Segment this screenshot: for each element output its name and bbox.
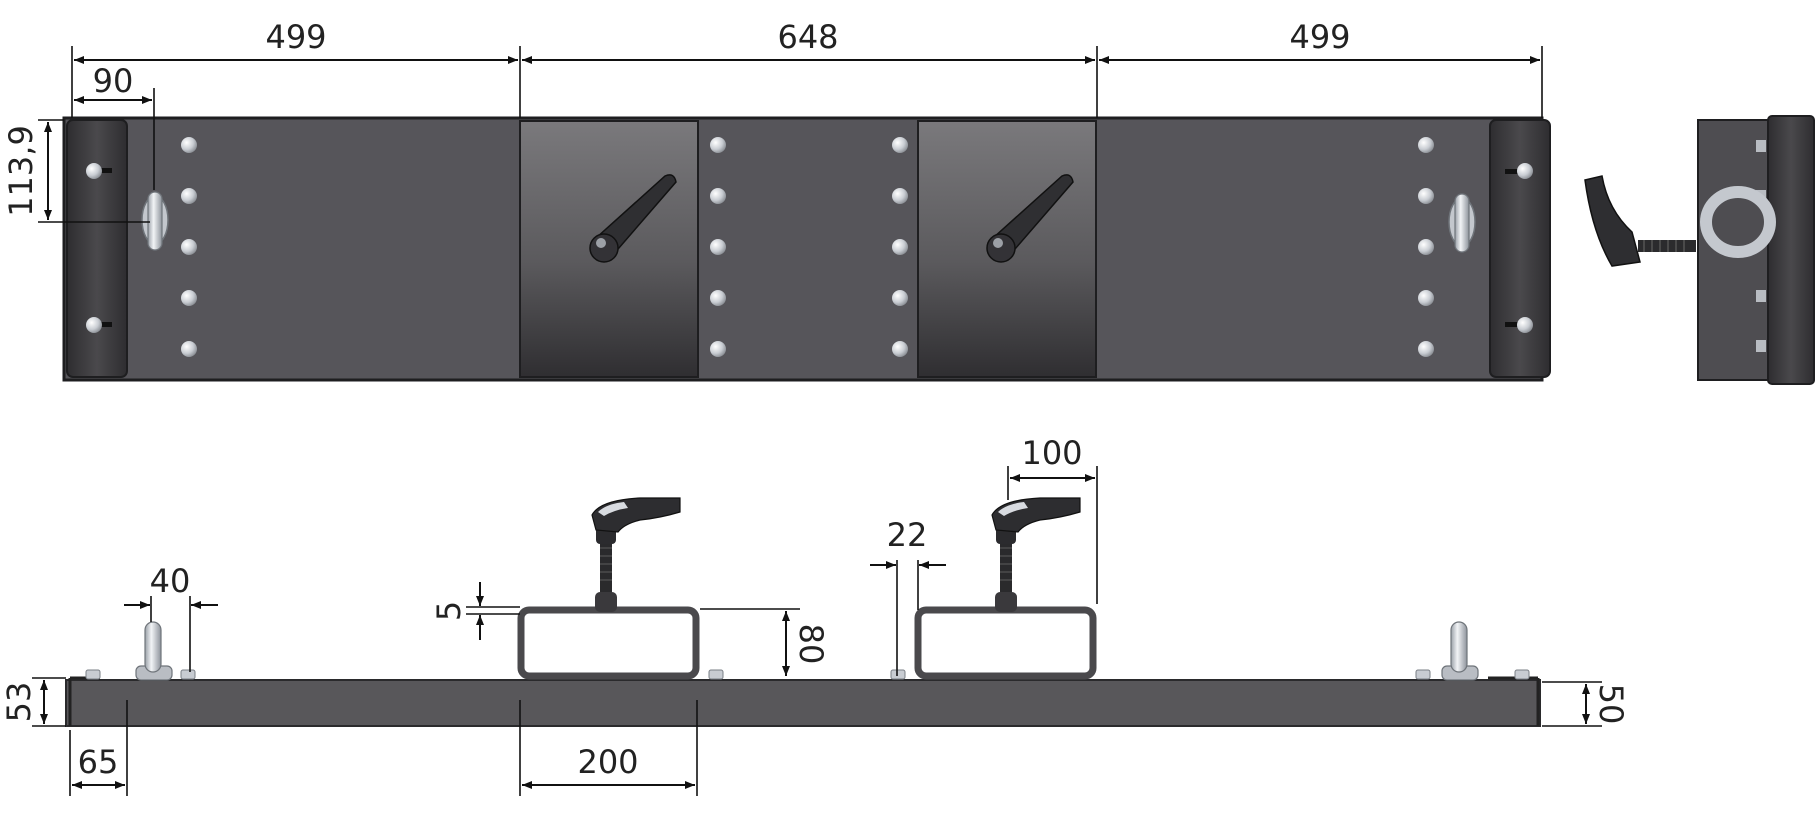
front-view	[65, 497, 1541, 727]
dim-vertical-pin-offset: 113,9	[2, 125, 40, 217]
dim-tube-wall: 5	[430, 601, 468, 621]
end-view-lever	[1584, 175, 1641, 267]
tube-right	[914, 606, 1097, 680]
dim-pin-width: 40	[150, 562, 191, 600]
clamp-front-right	[991, 497, 1081, 612]
dim-top-middle: 648	[777, 18, 838, 56]
dim-base-height-left: 53	[0, 682, 38, 723]
dim-clamp-gap: 22	[887, 516, 928, 554]
dim-tube-width: 200	[577, 743, 638, 781]
clamp-lever-right	[986, 174, 1074, 263]
base-bar	[65, 679, 1541, 727]
bolt-column-4	[1418, 137, 1434, 357]
dim-top-left: 499	[265, 18, 326, 56]
top-plate	[62, 116, 1544, 382]
dimension-lines	[32, 46, 1602, 796]
left-end-cap	[66, 119, 128, 378]
end-view	[1584, 115, 1815, 385]
right-end-cap	[1489, 119, 1551, 378]
dim-tube-height: 80	[792, 624, 830, 665]
bolt-column-1	[181, 137, 197, 357]
end-view-ring	[1700, 186, 1776, 258]
dim-side-pin-offset: 65	[78, 743, 119, 781]
bolt-column-3	[892, 137, 908, 357]
bolt-nubs	[85, 669, 1530, 680]
end-view-screw	[1638, 240, 1696, 252]
bolt-column-2	[710, 137, 726, 357]
end-cap-pins	[86, 163, 1533, 333]
tube-left	[517, 606, 700, 680]
front-post-left	[135, 621, 173, 681]
dimension-labels: 499 648 499 90 113,9 53 50 65 40 200 5 8…	[0, 18, 1630, 781]
front-post-right	[1441, 621, 1479, 681]
clamp-front-left	[591, 497, 681, 612]
dim-top-pin-offset: 90	[93, 62, 134, 100]
locator-post-left	[141, 191, 169, 251]
dim-base-height-right: 50	[1592, 684, 1630, 725]
end-view-cap	[1767, 115, 1815, 385]
clamp-lever-left	[589, 174, 677, 263]
top-view	[62, 116, 1551, 382]
dim-clamp-width: 100	[1021, 434, 1082, 472]
locator-post-right	[1448, 193, 1476, 253]
dim-top-right: 499	[1289, 18, 1350, 56]
